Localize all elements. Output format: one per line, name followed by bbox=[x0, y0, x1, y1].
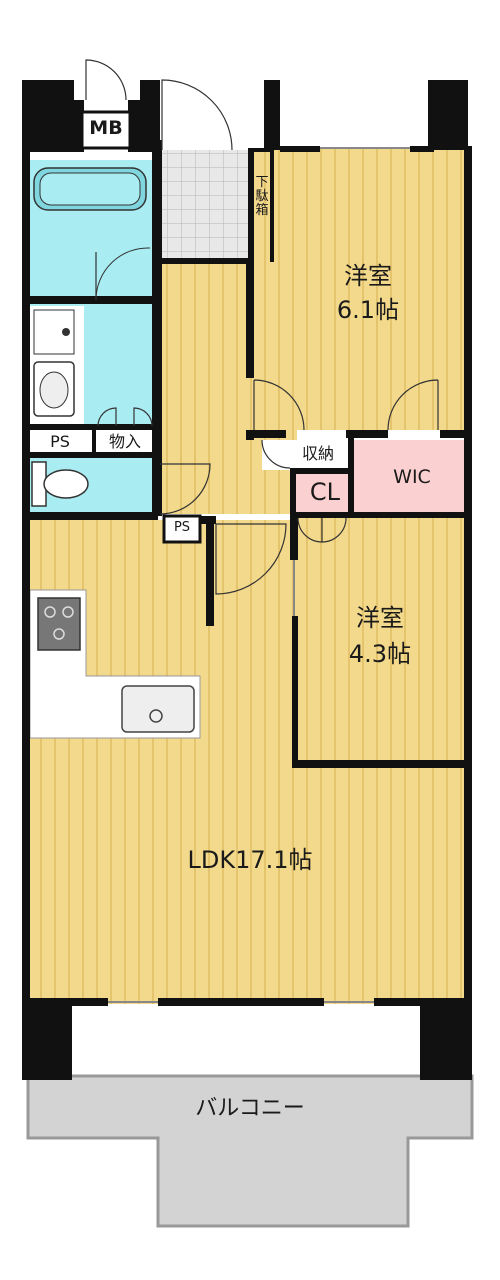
western-room-2-name: 洋室 bbox=[356, 604, 404, 632]
balcony-label: バルコニー bbox=[195, 1096, 305, 1121]
bath-door bbox=[95, 247, 151, 301]
monoire-floor bbox=[96, 428, 154, 456]
getabako-label: 下駄箱 bbox=[255, 175, 269, 218]
balcony-floor bbox=[26, 1074, 474, 1228]
monoire-label: 物入 bbox=[108, 432, 141, 451]
western-room-2-size: 4.3帖 bbox=[348, 640, 412, 668]
cl-label: CL bbox=[309, 478, 341, 506]
cl-floor bbox=[296, 470, 356, 514]
ps-label-2: PS bbox=[173, 520, 191, 535]
entrance-tile bbox=[162, 150, 248, 262]
shunou-label: 収納 bbox=[301, 444, 334, 463]
ps-box-2 bbox=[162, 514, 202, 544]
wic-label: WIC bbox=[393, 466, 431, 488]
western-room-1-size: 6.1帖 bbox=[336, 296, 400, 324]
hallway-floor bbox=[157, 262, 297, 514]
sink-icon bbox=[121, 685, 195, 733]
western-room-1-name: 洋室 bbox=[344, 262, 392, 290]
doors bbox=[85, 59, 439, 595]
ps-floor-1 bbox=[28, 428, 96, 456]
ldk-label: LDK17.1帖 bbox=[187, 846, 313, 874]
wic-floor bbox=[352, 440, 468, 512]
windows bbox=[108, 147, 410, 1003]
mb-box bbox=[80, 110, 132, 150]
ps-label-1: PS bbox=[50, 432, 70, 451]
mb-label: MB bbox=[89, 117, 123, 139]
walls bbox=[22, 80, 472, 1080]
stove-icon bbox=[37, 597, 81, 651]
